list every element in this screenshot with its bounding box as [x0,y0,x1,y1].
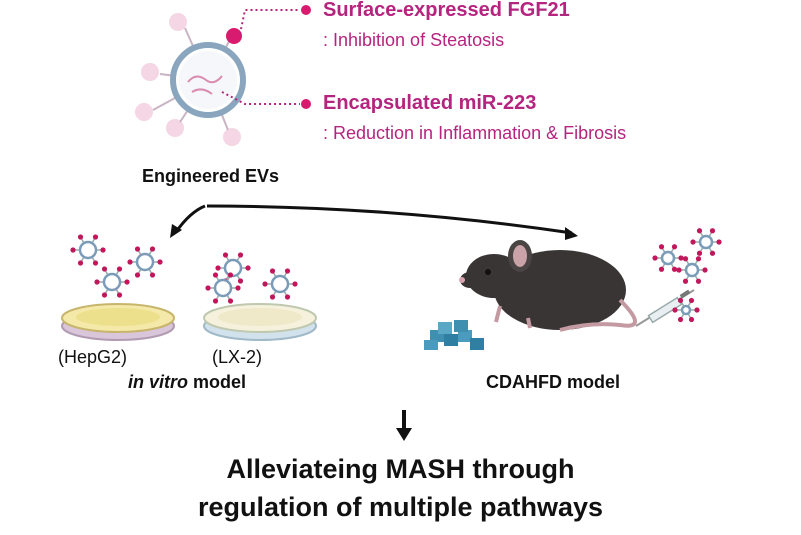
engineered-ev-illustration [135,5,311,146]
small-ev-icon [94,266,129,297]
encapsulated-mir223-title: Encapsulated miR-223 [323,92,536,115]
hepg2-label: (HepG2) [58,347,127,368]
encapsulated-mir223-effect: : Reduction in Inflammation & Fibrosis [323,123,626,144]
in-vitro-italic: in vitro [128,372,188,392]
lx2-dish [204,304,316,340]
small-ev-icon [262,268,297,299]
surface-fgf21-title: Surface-expressed FGF21 [323,0,570,22]
small-ev-icon [127,246,162,277]
arrow-right-head [565,227,578,240]
diet-pellets [424,320,484,350]
small-ev-icon [690,228,721,256]
engineered-evs-label: Engineered EVs [142,166,279,187]
small-evs-in-vitro [70,234,297,303]
arrow-down-head [396,428,412,441]
cdahfd-model-label: CDAHFD model [486,372,620,393]
model-word: model [188,372,246,392]
in-vitro-model-label: in vitro model [128,372,246,393]
lx2-label: (LX-2) [212,347,262,368]
surface-fgf21-effect: : Inhibition of Steatosis [323,30,504,51]
small-ev-icon [70,234,105,265]
conclusion-line-1: Alleviateing MASH through [0,454,801,485]
small-ev-icon [205,272,240,303]
conclusion-line-2: regulation of multiple pathways [0,492,801,523]
hepg2-dish [62,304,174,340]
small-ev-icon [215,252,250,283]
mouse-illustration [459,240,635,330]
